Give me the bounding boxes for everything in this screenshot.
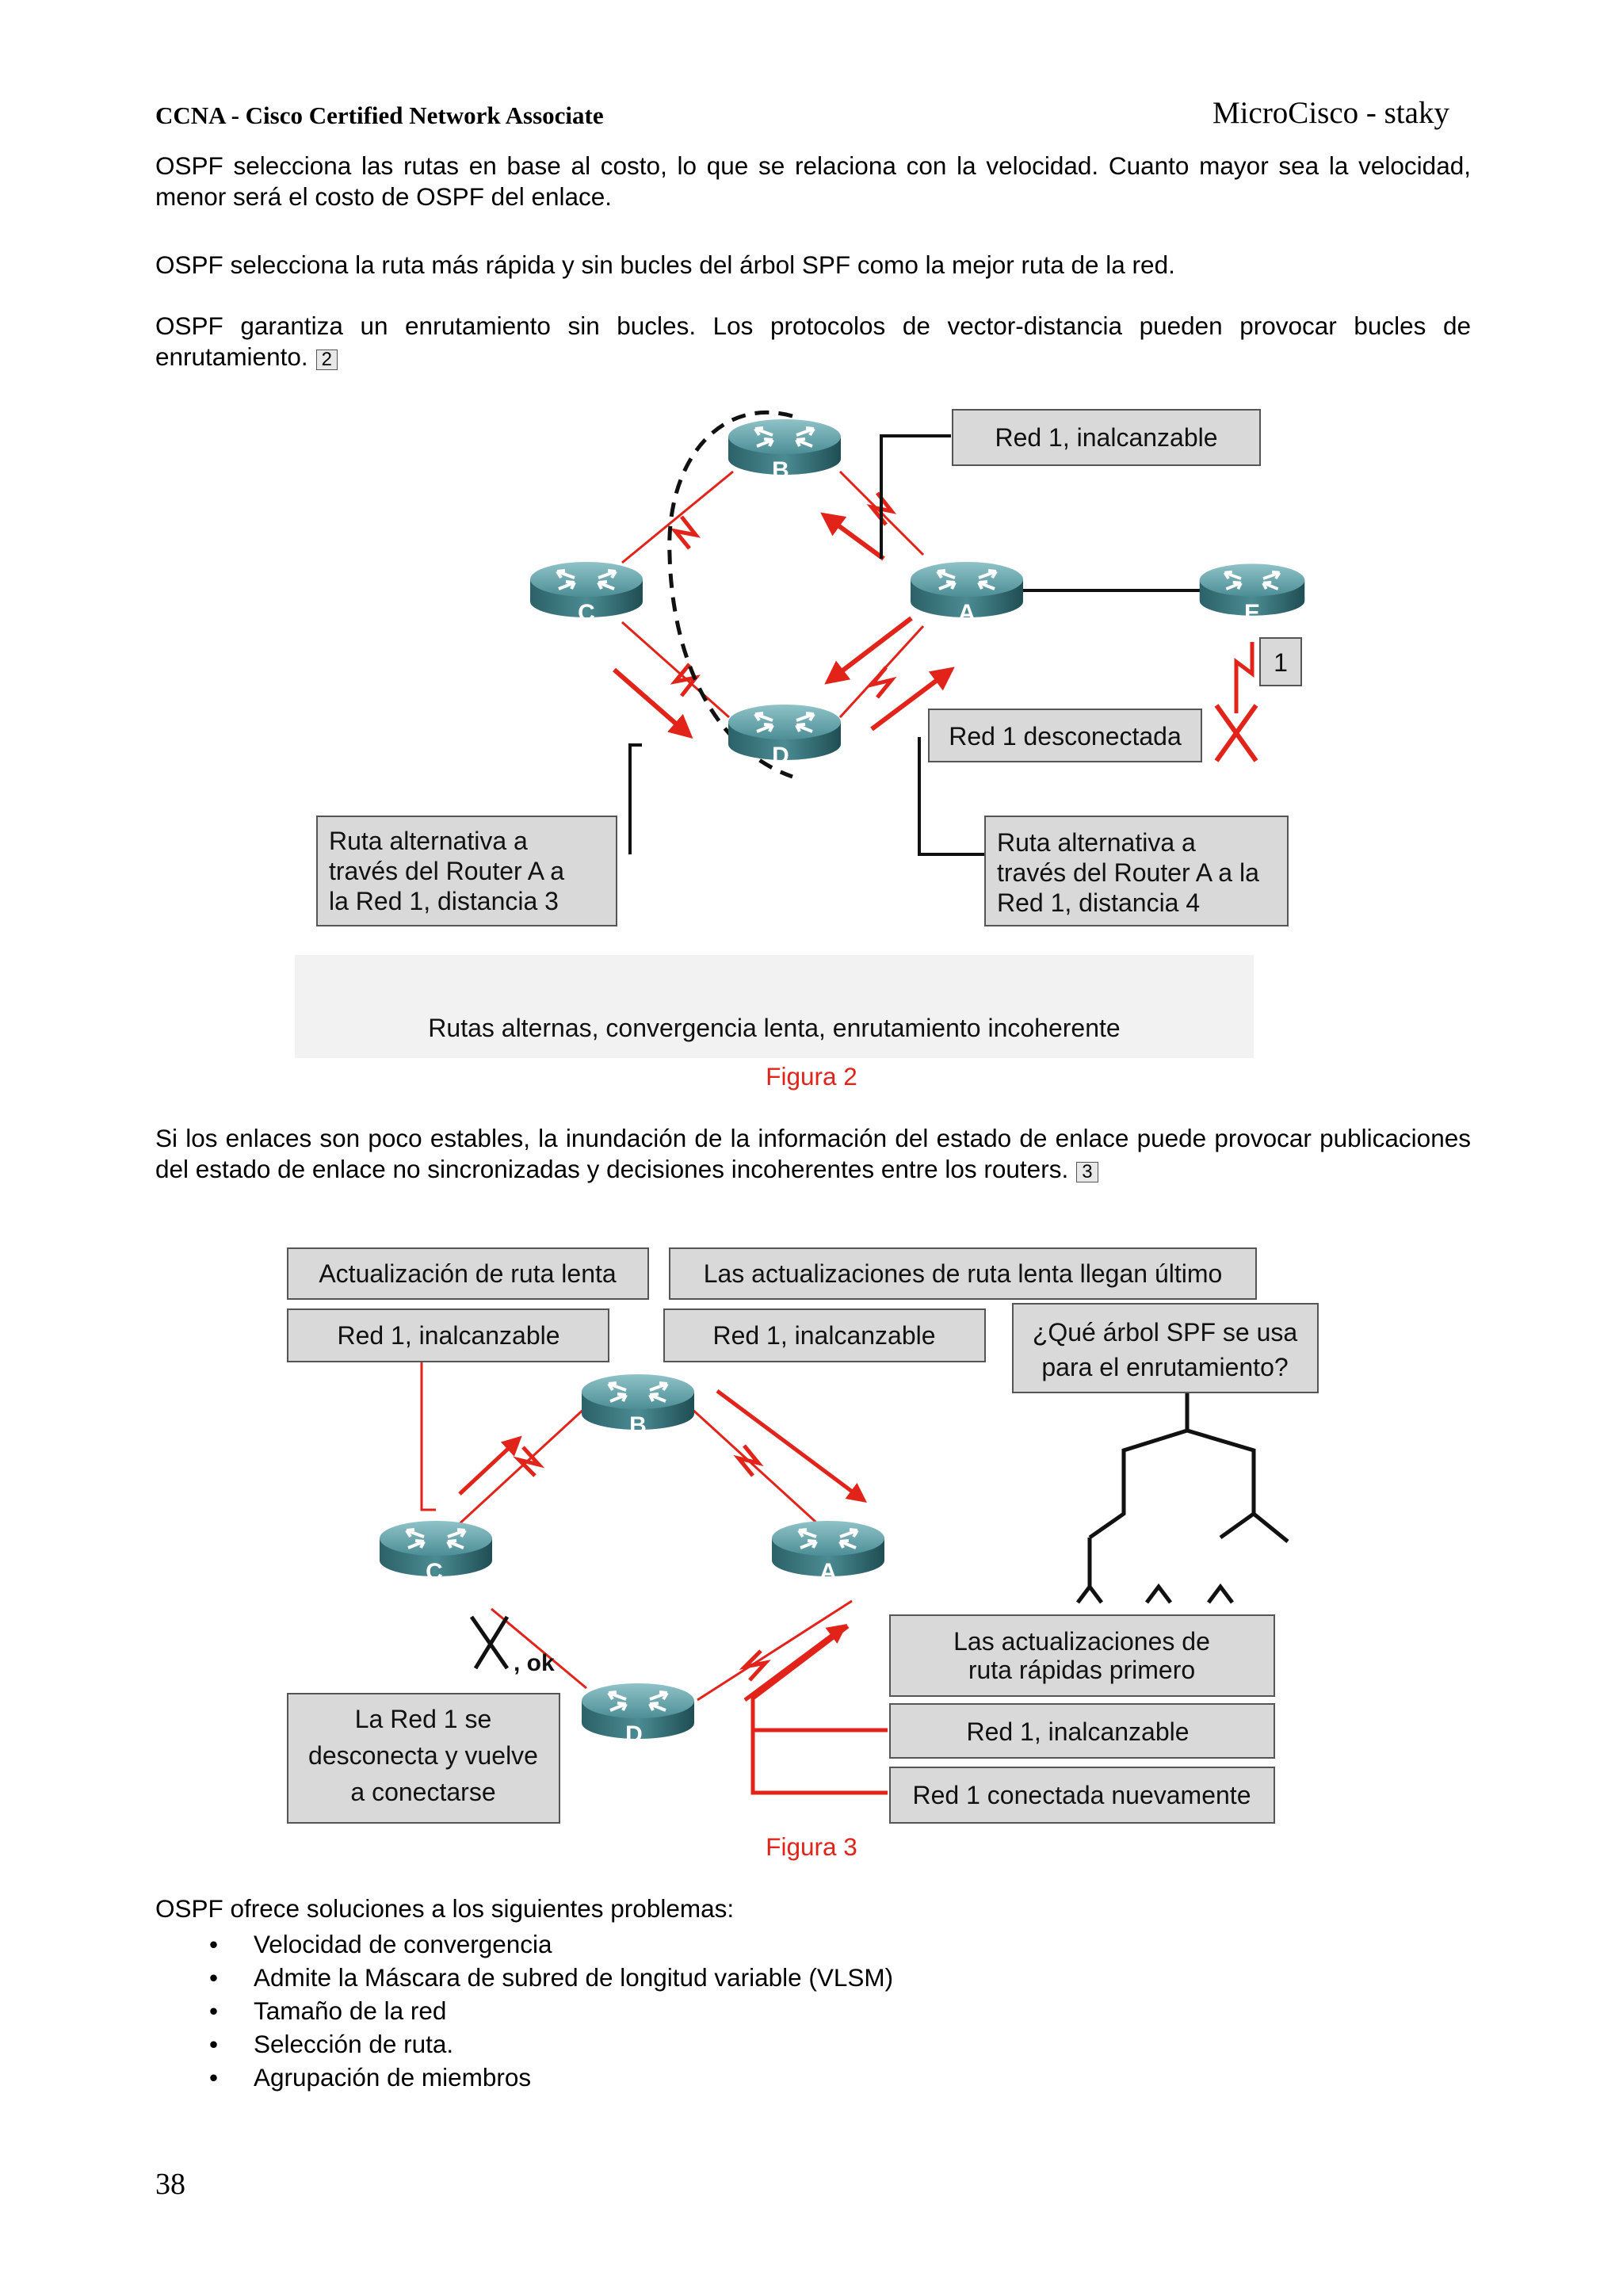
figure-ref-2[interactable]: 2 [315,350,338,370]
svg-text:a conectarse: a conectarse [350,1778,495,1806]
list-item: Tamaño de la red [198,1994,893,2027]
router-a-label: A [958,600,976,626]
svg-text:Red 1, inalcanzable: Red 1, inalcanzable [712,1321,935,1350]
slow-last-box: Las actualizaciones de ruta lenta llegan… [669,1247,1257,1300]
ok-label: , ok [514,1650,555,1676]
paragraph-flooding: Si los enlaces son poco estables, la inu… [155,1124,1471,1183]
spf-tree-icon [1076,1392,1289,1604]
list-item: Agrupación de miembros [198,2061,893,2094]
figure-2-diagram: B C A E D Red 1, inalcanzable 1 Red 1 de… [295,409,1307,1058]
router-d-label: D [625,1721,643,1748]
header-author: MicroCisco - staky [1212,96,1449,130]
svg-text:1: 1 [1274,648,1288,677]
svg-text:ruta rápidas primero: ruta rápidas primero [968,1656,1195,1684]
paragraph-loops: OSPF garantiza un enrutamiento sin bucle… [155,311,1471,371]
solutions-list: Velocidad de convergencia Admite la Másc… [198,1927,893,2094]
svg-text:través del Router A a: través del Router A a [329,857,564,885]
figure-3-caption: Figura 3 [766,1832,857,1861]
svg-text:Red 1, distancia 4: Red 1, distancia 4 [997,888,1200,917]
svg-text:Red 1 desconectada: Red 1 desconectada [949,722,1182,751]
list-item: Selección de ruta. [198,2027,893,2061]
router-c-label: C [578,600,595,626]
svg-text:La Red 1 se: La Red 1 se [355,1705,492,1733]
header-title: CCNA - Cisco Certified Network Associate [155,101,604,129]
svg-text:Actualización de ruta lenta: Actualización de ruta lenta [319,1259,617,1288]
right-alt-route-box: Ruta alternativa a través del Router A a… [984,816,1289,926]
router-d-label: D [772,743,789,769]
svg-text:Ruta alternativa a: Ruta alternativa a [329,827,528,855]
unreachable-left-box: Red 1, inalcanzable [287,1308,609,1362]
svg-text:Ruta alternativa a: Ruta alternativa a [997,828,1196,857]
svg-text:¿Qué árbol SPF se usa: ¿Qué árbol SPF se usa [1033,1318,1298,1347]
solutions-intro: OSPF ofrece soluciones a los siguientes … [155,1894,735,1923]
spf-question-box: ¿Qué árbol SPF se usa para el enrutamien… [1012,1303,1319,1393]
svg-text:la Red 1, distancia 3: la Red 1, distancia 3 [329,887,559,915]
disconnect-box: La Red 1 se desconecta y vuelve a conect… [287,1693,560,1824]
page-number: 38 [155,2168,185,2201]
figure-2-banner: Rutas alternas, convergencia lenta, enru… [428,1014,1120,1042]
unreachable-right-box: Red 1, inalcanzable [889,1703,1275,1759]
network-1-box: 1 [1259,637,1302,686]
svg-text:Red 1, inalcanzable: Red 1, inalcanzable [995,423,1217,452]
figure-3-diagram: , ok B C A D Actualización de ruta lenta… [287,1247,1319,1824]
paragraph-cost: OSPF selecciona las rutas en base al cos… [155,151,1471,211]
figure-ref-3[interactable]: 3 [1076,1162,1098,1182]
slow-update-box: Actualización de ruta lenta [287,1247,649,1300]
svg-text:Red 1 conectada nuevamente: Red 1 conectada nuevamente [913,1781,1251,1809]
router-b-label: B [772,457,789,483]
left-alt-route-box: Ruta alternativa a través del Router A a… [316,816,617,926]
router-b-label: B [629,1412,647,1438]
paragraph-spf: OSPF selecciona la ruta más rápida y sin… [155,250,1175,279]
router-e-label: E [1244,600,1260,626]
fast-updates-box: Las actualizaciones de ruta rápidas prim… [889,1614,1275,1697]
reconnected-box: Red 1 conectada nuevamente [889,1767,1275,1824]
svg-text:para el enrutamiento?: para el enrutamiento? [1041,1353,1288,1381]
unreachable-mid-box: Red 1, inalcanzable [663,1308,986,1362]
list-item: Admite la Máscara de subred de longitud … [198,1961,893,1994]
list-item: Velocidad de convergencia [198,1927,893,1961]
svg-text:desconecta y vuelve: desconecta y vuelve [308,1741,538,1770]
router-a-label: A [819,1559,837,1585]
svg-text:Las actualizaciones de: Las actualizaciones de [953,1627,1210,1656]
svg-text:Red 1, inalcanzable: Red 1, inalcanzable [966,1717,1189,1746]
disconnected-box: Red 1 desconectada [928,709,1202,762]
svg-text:Las actualizaciones de ruta le: Las actualizaciones de ruta lenta llegan… [704,1259,1223,1288]
router-c-label: C [426,1559,443,1585]
svg-text:Red 1, inalcanzable: Red 1, inalcanzable [337,1321,559,1350]
unreachable-box: Red 1, inalcanzable [952,409,1261,466]
figure-2-caption: Figura 2 [766,1062,857,1091]
svg-text:través del Router A a la: través del Router A a la [997,858,1259,887]
